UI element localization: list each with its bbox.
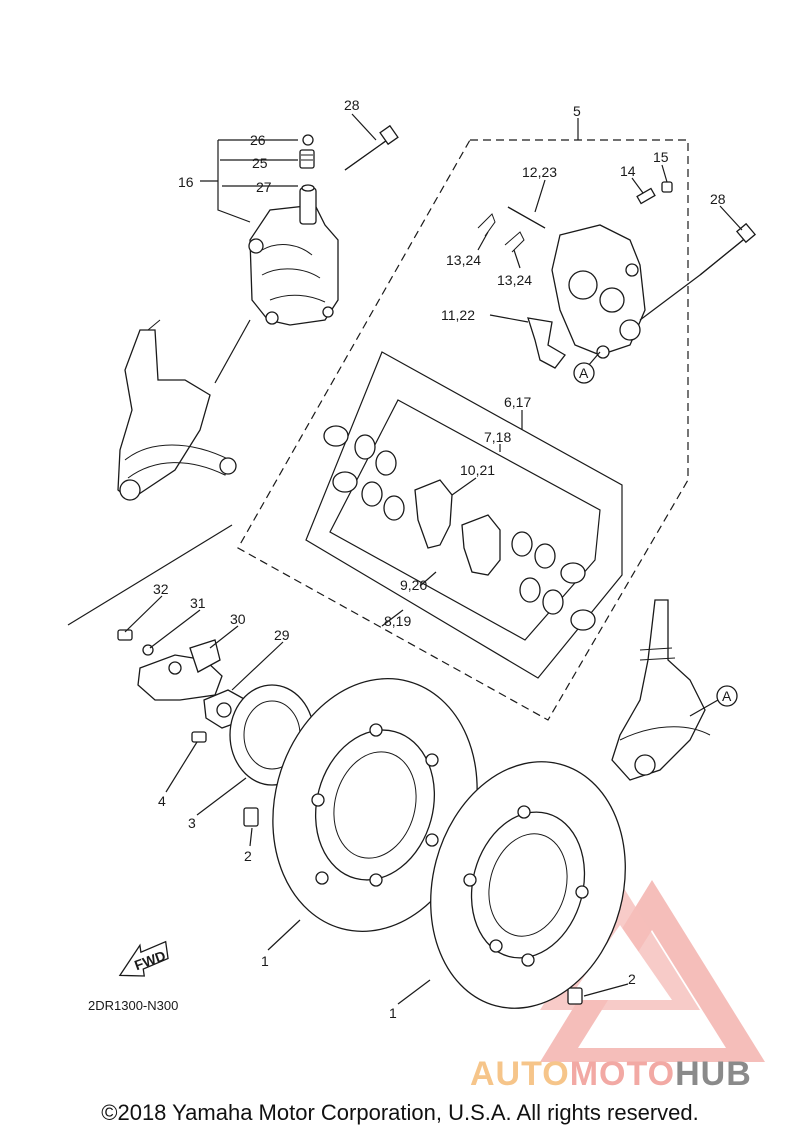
- label-11-22: 11,22: [441, 307, 475, 323]
- label-29: 29: [274, 627, 290, 643]
- label-7-18: 7,18: [484, 429, 511, 445]
- ref-marker-a1: [573, 362, 595, 384]
- label-13-24-b: 13,24: [497, 272, 532, 288]
- clip-13-24-b: [504, 231, 525, 253]
- label-1-right: 1: [389, 1005, 397, 1021]
- label-1-left: 1: [261, 953, 269, 969]
- label-14: 14: [620, 163, 636, 179]
- left-caliper: [248, 187, 339, 326]
- sensor-bracket: [117, 629, 223, 701]
- label-6-17: 6,17: [504, 394, 531, 410]
- seal-box-outer: [305, 351, 623, 679]
- bolt-2-left: [243, 807, 259, 827]
- right-caliper: [551, 224, 646, 359]
- leader-lines: [124, 113, 743, 1005]
- bolt-2-right: [567, 987, 583, 1005]
- label-16: 16: [178, 174, 194, 190]
- bolt-28-right: [699, 222, 757, 276]
- watermark-word-3: HUB: [675, 1055, 752, 1093]
- cap-15: [661, 181, 673, 193]
- bleed-screw-14: [636, 187, 656, 205]
- label-28-left: 28: [344, 97, 360, 113]
- brake-pad-b: [461, 514, 501, 576]
- diagram-code: 2DR1300-N300: [88, 998, 179, 1013]
- label-32: 32: [153, 581, 169, 597]
- label-4: 4: [158, 793, 166, 809]
- label-8-19: 8,19: [384, 613, 411, 629]
- brake-disc-right: [430, 761, 626, 1009]
- label-27: 27: [256, 179, 272, 195]
- pad-spring: [527, 317, 566, 369]
- label-15: 15: [653, 149, 669, 165]
- label-28-right: 28: [710, 191, 726, 207]
- label-9-20: 9,20: [400, 577, 427, 593]
- caliper-assembly-outline: [237, 139, 689, 721]
- label-2-left: 2: [244, 848, 252, 864]
- left-fork-leg: [117, 319, 237, 501]
- bleed-screw-parts: [299, 134, 315, 192]
- bolt-28-left: [344, 124, 399, 171]
- pad-pin: [507, 206, 546, 229]
- bracket-leader: [67, 524, 233, 626]
- label-25: 25: [252, 155, 268, 171]
- ref-marker-a2: [716, 685, 738, 707]
- label-2-right: 2: [628, 971, 636, 987]
- label-12-23: 12,23: [522, 164, 557, 180]
- right-fork-leg: [611, 599, 711, 781]
- pistons-seals: [323, 425, 596, 631]
- clip-13-24-a: [477, 213, 496, 237]
- brake-disc-left: [272, 678, 478, 932]
- fwd-arrow-icon: FWD: [118, 940, 169, 977]
- label-30: 30: [230, 611, 246, 627]
- screw-4: [191, 731, 207, 743]
- brake-pad-a: [414, 479, 453, 549]
- watermark-brand: AUTOMOTOHUB: [470, 1055, 752, 1094]
- label-a1: A: [579, 365, 589, 381]
- label-5: 5: [573, 103, 581, 119]
- label-a2: A: [722, 688, 732, 704]
- label-13-24-a: 13,24: [446, 252, 481, 268]
- watermark-word-2: MOTO: [569, 1055, 676, 1093]
- copyright-notice: ©2018 Yamaha Motor Corporation, U.S.A. A…: [101, 1100, 699, 1125]
- watermark-word-1: AUTO: [470, 1055, 570, 1093]
- label-26: 26: [250, 132, 266, 148]
- label-3: 3: [188, 815, 196, 831]
- label-10-21: 10,21: [460, 462, 495, 478]
- label-31: 31: [190, 595, 206, 611]
